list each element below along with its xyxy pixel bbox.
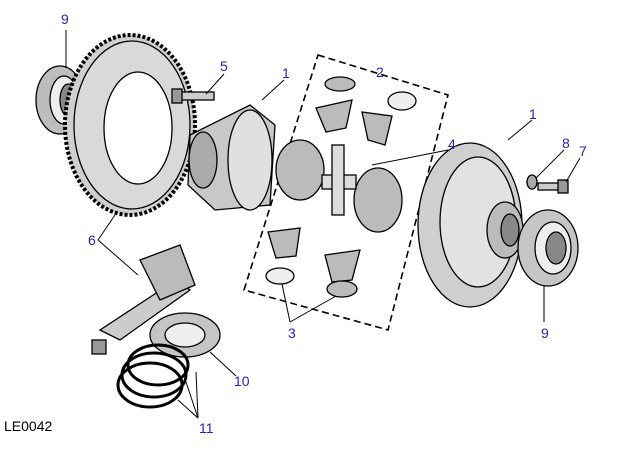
callout-2-gear-set: 2 — [376, 64, 384, 80]
callout-6-crown-pinion: 6 — [88, 232, 96, 248]
callout-3-washers: 3 — [288, 325, 296, 341]
leader-lines — [65, 30, 581, 419]
diff-case-1-left — [187, 104, 276, 211]
bearing-10 — [149, 312, 221, 358]
diagram-reference-code: LE0042 — [4, 418, 53, 434]
side-and-pinion-gears — [265, 76, 417, 298]
bolt-5 — [171, 88, 215, 104]
callout-10-bearing: 10 — [234, 373, 250, 389]
callout-11-shims: 11 — [199, 420, 214, 436]
diff-case-1-right — [417, 142, 524, 308]
callout-7-bolt: 7 — [579, 143, 587, 159]
callout-8-washer: 8 — [562, 135, 570, 151]
bearing-9-right — [517, 209, 579, 287]
washer-8 — [526, 174, 538, 190]
callout-5-bolt: 5 — [220, 58, 228, 74]
pinion-gear-6 — [91, 244, 196, 355]
bolt-7 — [537, 179, 569, 194]
callout-1-case-right: 1 — [529, 106, 537, 122]
shims-11 — [116, 343, 190, 409]
callout-9-bearing-right: 9 — [541, 325, 549, 341]
callout-9-bearing: 9 — [61, 11, 69, 27]
gear-set-box-2 — [242, 54, 449, 331]
ring-gear — [63, 33, 197, 217]
callout-1-case-left: 1 — [282, 65, 290, 81]
callout-4-cross-shaft: 4 — [448, 136, 456, 152]
